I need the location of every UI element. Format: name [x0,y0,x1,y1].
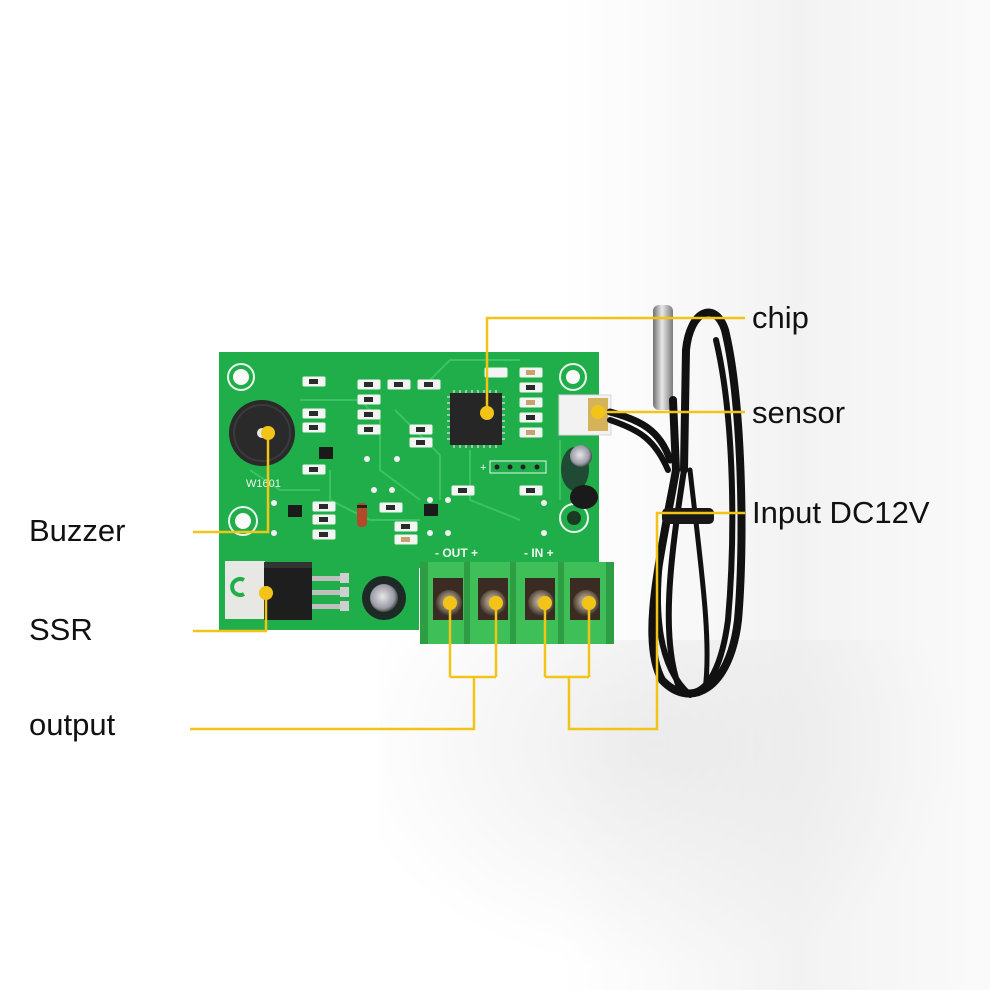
callout-line-chip [485,316,745,413]
to92-transistor [570,485,598,509]
callout-label-input: Input DC12V [752,495,930,530]
terminal-block [420,562,614,644]
callout-lines [190,316,745,731]
callout-line-input [567,511,745,731]
background-shadow [380,640,990,990]
small-capacitor [561,445,592,491]
diode [357,503,367,527]
mounting-hole [228,506,258,536]
pin-header: + [480,460,547,474]
svg-text:+: + [480,462,486,474]
callout-dots [259,405,605,610]
mcu-chip [447,390,505,448]
callout-line-buzzer [193,433,270,534]
board-marking: W1601 [246,478,281,490]
callout-line-output [190,677,476,731]
terminal-label-in: - IN + [524,546,554,560]
pcb-board: + W1601 [219,352,612,630]
callout-label-chip: chip [752,300,809,335]
terminal-label-out: - OUT + [435,546,478,560]
mounting-hole [559,363,587,391]
temperature-probe-cable [606,305,746,698]
callout-label-output: output [29,707,116,742]
mounting-hole [227,363,255,391]
callout-label-buzzer: Buzzer [29,513,126,548]
callout-label-sensor: sensor [752,395,846,430]
ssr-regulator [225,561,349,620]
callout-line-ssr [193,593,268,633]
callout-label-ssr: SSR [29,612,93,647]
electrolytic-capacitor [362,576,406,620]
